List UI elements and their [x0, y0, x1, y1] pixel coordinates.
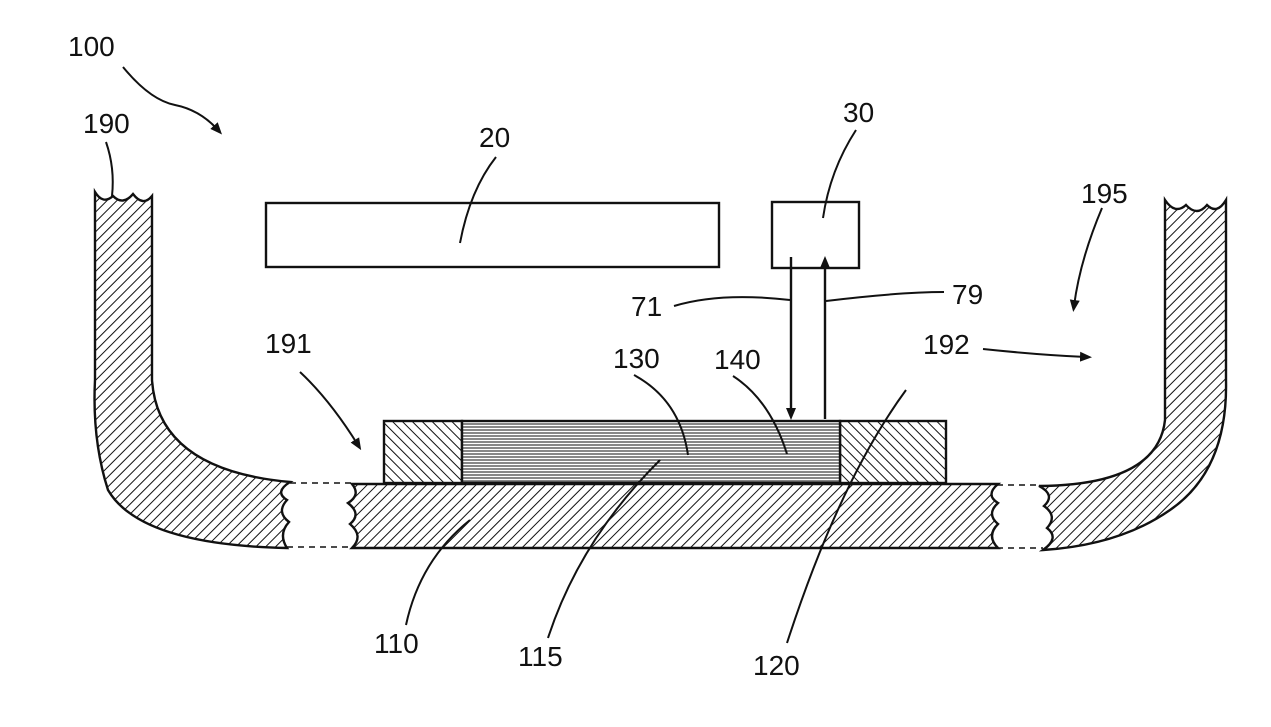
label-110: 110	[374, 628, 419, 659]
label-79: 79	[952, 279, 983, 310]
leader-191	[300, 372, 358, 445]
label-192: 192	[923, 329, 970, 360]
label-71: 71	[631, 291, 662, 322]
label-130: 130	[613, 343, 660, 374]
leader-79	[826, 292, 944, 301]
leader-20	[460, 157, 496, 243]
label-195: 195	[1081, 178, 1128, 209]
leader-71	[674, 297, 790, 306]
component-20-box	[266, 203, 719, 267]
vessel-wall-right	[1039, 200, 1226, 550]
frame-left-block	[384, 421, 462, 483]
leader-190	[106, 142, 113, 196]
label-30: 30	[843, 97, 874, 128]
label-120: 120	[753, 650, 800, 681]
base-plate	[348, 484, 998, 548]
leader-192	[983, 349, 1086, 357]
leader-100	[123, 67, 218, 130]
vessel-wall-left	[95, 192, 290, 548]
label-191: 191	[265, 328, 312, 359]
label-100: 100	[68, 31, 115, 62]
component-30-box	[772, 202, 859, 268]
label-140: 140	[714, 344, 761, 375]
layered-stack	[462, 421, 840, 483]
leader-195	[1074, 208, 1102, 306]
label-20: 20	[479, 122, 510, 153]
label-190: 190	[83, 108, 130, 139]
label-115: 115	[518, 641, 563, 672]
leader-30	[823, 130, 856, 218]
